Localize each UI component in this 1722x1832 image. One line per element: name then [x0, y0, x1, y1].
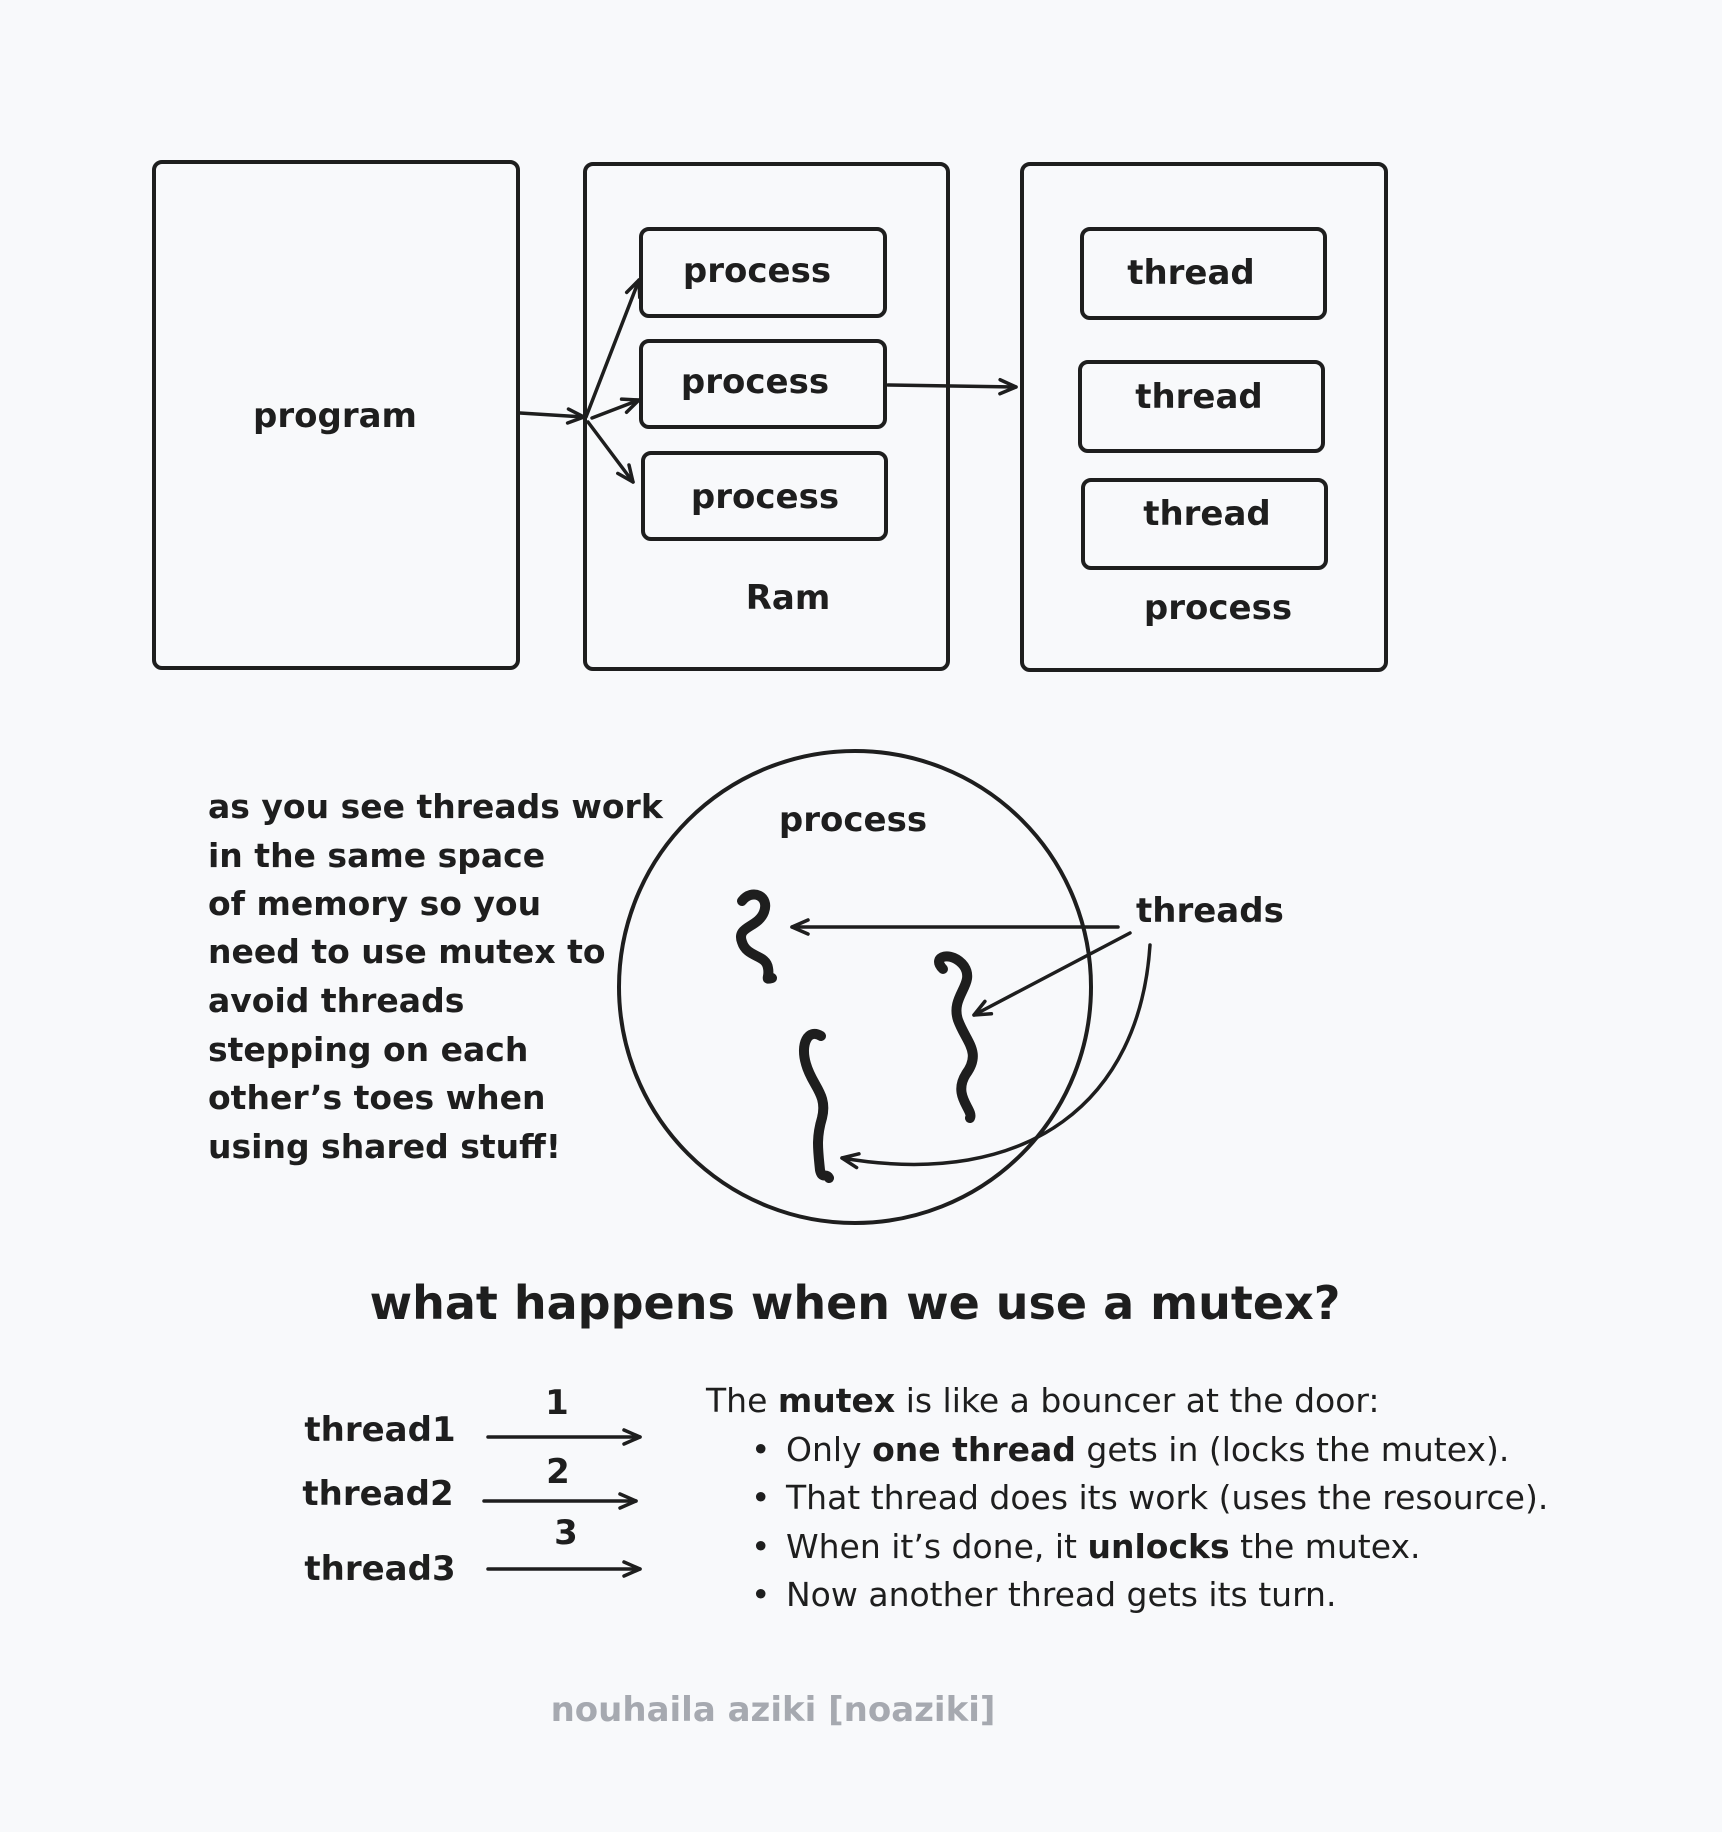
process-circle [617, 749, 1093, 1225]
thread-squiggle-2 [934, 951, 978, 1123]
bullet-item: That thread does its work (uses the reso… [785, 1478, 1548, 1517]
thread-box-1 [1080, 227, 1327, 320]
process-to-threads-arrow [886, 378, 1018, 396]
program-to-ram-arrow [518, 407, 586, 425]
process-box [1020, 162, 1388, 672]
note-line: of memory so you [208, 884, 541, 923]
program-box [152, 160, 520, 670]
threads-label: threads [1136, 891, 1284, 931]
ram-process-box-3 [641, 451, 888, 541]
bullet-item: Only one thread gets in (locks the mutex… [786, 1430, 1509, 1469]
threads-arrow-3 [840, 943, 1152, 1170]
process-box-label: process [1144, 588, 1292, 628]
bullet-marker: • [751, 1575, 770, 1614]
ram-process-box-1 [639, 227, 887, 318]
ram-label: Ram [746, 578, 831, 618]
bullet-marker: • [751, 1527, 770, 1566]
note-line: as you see threads work [208, 787, 664, 826]
note-line: stepping on each [208, 1030, 528, 1069]
bullet-item: Now another thread gets its turn. [786, 1575, 1336, 1614]
thread1-order: 1 [545, 1383, 569, 1423]
thread2-label: thread2 [302, 1474, 453, 1514]
mutex-intro: The mutex is like a bouncer at the door: [705, 1381, 1380, 1420]
ram-fork-arrow-3 [586, 420, 635, 484]
thread3-label: thread3 [304, 1549, 455, 1589]
author-signature: nouhaila aziki [noaziki] [551, 1690, 996, 1730]
thread3-order: 3 [554, 1513, 578, 1553]
ram-process-label-2: process [681, 362, 829, 402]
ram-fork-arrow-1 [584, 278, 642, 419]
bullet-item: When it’s done, it unlocks the mutex. [786, 1527, 1420, 1566]
note-line: in the same space [208, 836, 545, 875]
bullet-marker: • [751, 1478, 770, 1517]
thread2-order: 2 [546, 1452, 570, 1492]
thread-label-3: thread [1143, 494, 1271, 534]
ram-process-label-1: process [683, 251, 831, 291]
note-line: other’s toes when [208, 1078, 545, 1117]
thread-box-2 [1078, 360, 1325, 453]
note-line: avoid threads [208, 981, 464, 1020]
thread1-label: thread1 [304, 1410, 455, 1450]
note-line: using shared stuff! [208, 1127, 561, 1166]
ram-process-label-3: process [691, 477, 839, 517]
note-line: need to use mutex to [208, 932, 606, 971]
ram-process-box-2 [639, 339, 887, 429]
mutex-heading: what happens when we use a mutex? [370, 1276, 1341, 1330]
threads-arrow-2 [972, 931, 1132, 1017]
bullet-marker: • [751, 1430, 770, 1469]
thread-box-3 [1081, 478, 1328, 570]
thread-squiggle-1 [736, 889, 777, 984]
program-label: program [253, 396, 417, 436]
thread-label-1: thread [1127, 253, 1255, 293]
ram-fork-arrow-2 [590, 397, 641, 420]
thread-label-2: thread [1135, 377, 1263, 417]
circle-process-label: process [779, 800, 927, 840]
thread-squiggle-3 [798, 1029, 834, 1183]
note-text: as you see threads work in the same spac… [208, 787, 664, 1166]
